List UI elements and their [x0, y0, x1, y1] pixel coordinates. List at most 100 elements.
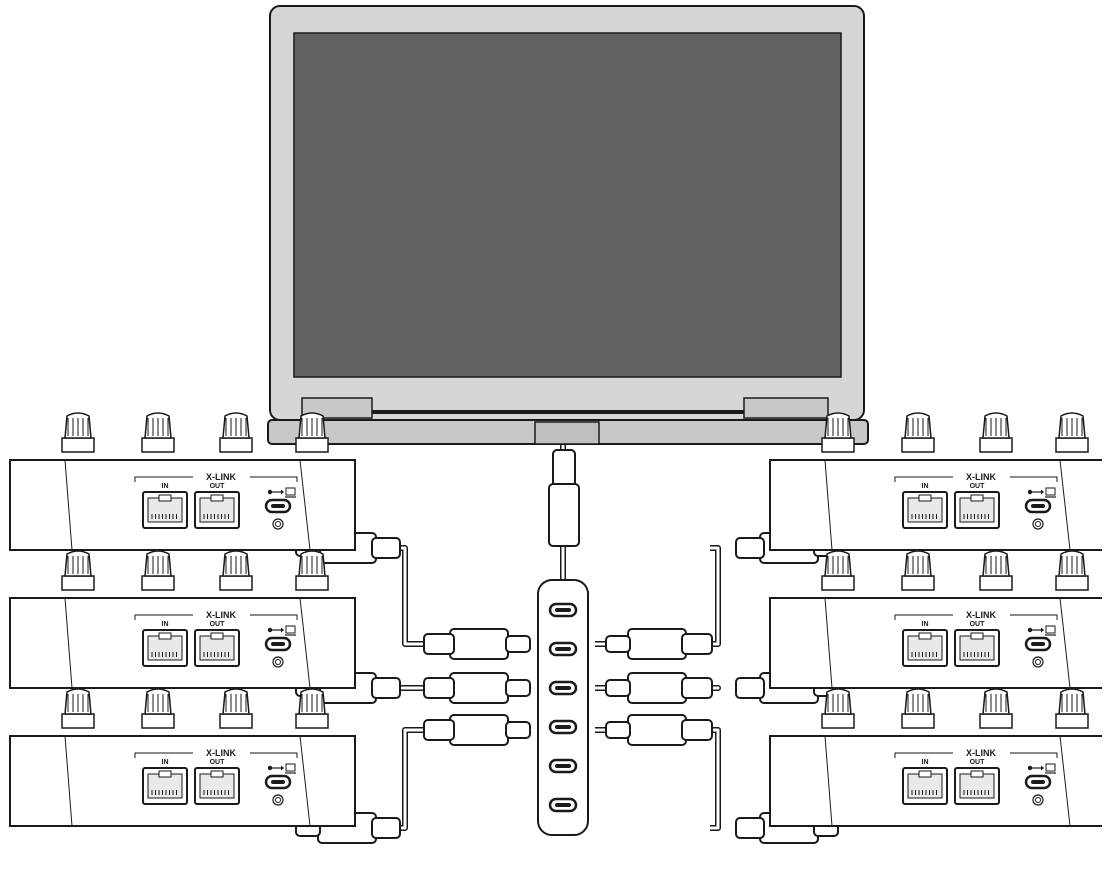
unit-right-2-usb-icon — [1027, 627, 1044, 633]
unit-right-1-port-in: IN — [902, 483, 948, 529]
unit-right-3-knob-2-nut — [901, 713, 935, 729]
plug-strain-unit-left-3 — [371, 817, 401, 839]
unit-left-2-knob-3-nut — [219, 575, 253, 591]
unit-right-2-port-in-label: IN — [922, 621, 929, 628]
usb-c-plug-hub-left-2 — [505, 679, 531, 697]
plug-strain-unit-right-3 — [735, 817, 765, 839]
unit-right-2-usb-icon-arrow — [1041, 627, 1044, 633]
unit-left-2-bracket-left — [134, 614, 193, 620]
unit-right-2-port-out-label: OUT — [970, 621, 986, 628]
unit-left-2-knob-2-nut — [141, 575, 175, 591]
usb-hub-port-tongue-3 — [555, 686, 571, 690]
unit-right-1-knob-1-nut — [821, 437, 855, 453]
usb-hub — [537, 579, 589, 836]
unit-right-3-computer-icon-screen — [1045, 763, 1056, 772]
unit-right-3-edge-right — [1059, 735, 1071, 827]
unit-left-3-knob-3-nut — [219, 713, 253, 729]
unit-left-3-knob-1 — [61, 688, 95, 729]
laptop-hinge-right — [743, 397, 829, 419]
unit-right-1-computer-icon — [1045, 487, 1056, 498]
unit-left-1-brand-label: X-LINK — [206, 472, 236, 482]
unit-right-1-edge-right — [1059, 459, 1071, 551]
unit-right-1-knob-2 — [901, 412, 935, 453]
unit-left-2-usb-icon-arrow — [281, 627, 284, 633]
unit-right-3-port-in-label: IN — [922, 759, 929, 766]
unit-left-3-brand-label: X-LINK — [206, 748, 236, 758]
unit-right-3-knob-1 — [821, 688, 855, 729]
plug-strain-unit-right-2 — [735, 677, 765, 699]
unit-left-1-computer-icon-screen — [285, 487, 296, 496]
unit-right-1-port-in-latch — [918, 494, 932, 502]
unit-left-2-port-in-label: IN — [162, 621, 169, 628]
unit-left-3-usb-icon — [267, 765, 284, 771]
unit-right-1-port-out: OUT — [954, 483, 1000, 529]
unit-left-3-edge-left — [64, 735, 73, 827]
unit-left-3-port-in-latch — [158, 770, 172, 778]
unit-right-2-brand-label: X-LINK — [966, 610, 996, 620]
unit-right-1-knob-3-nut — [979, 437, 1013, 453]
unit-right-1-usb-c-tongue — [1031, 504, 1045, 508]
unit-left-3-knob-4 — [295, 688, 329, 729]
unit-right-3-usb-c-tongue — [1031, 780, 1045, 784]
plug-overmold-hub-right-1 — [627, 628, 687, 660]
plug-overmold-hub-right-3 — [627, 714, 687, 746]
unit-left-1-knob-1 — [61, 412, 95, 453]
unit-right-2-bracket-left — [894, 614, 953, 620]
unit-right-1-edge-left — [824, 459, 833, 551]
unit-left-1-edge-left — [64, 459, 73, 551]
unit-right-2-knob-1-nut — [821, 575, 855, 591]
unit-right-1-computer-icon-screen — [1045, 487, 1056, 496]
plug-strain-hub-left-2 — [423, 677, 455, 699]
plug-strain-hub-left-3 — [423, 719, 455, 741]
unit-left-2-brand-label: X-LINK — [206, 610, 236, 620]
unit-left-3-power-button-inner — [275, 797, 281, 803]
plug-strain-hub-left-1 — [423, 633, 455, 655]
unit-left-3-port-in: IN — [142, 759, 188, 805]
unit-left-2-power-button-inner — [275, 659, 281, 665]
plug-strain-hub-right-2 — [681, 677, 713, 699]
unit-left-2-knob-3 — [219, 550, 253, 591]
unit-right-1-knob-2-nut — [901, 437, 935, 453]
unit-left-3-bracket-left — [134, 752, 193, 758]
unit-left-3-port-out: OUT — [194, 759, 240, 805]
plug-strain-unit-left-2 — [371, 677, 401, 699]
unit-left-1-knob-4-nut — [295, 437, 329, 453]
unit-left-3-usb-c-tongue — [271, 780, 285, 784]
unit-right-2-power-button — [1032, 656, 1044, 668]
unit-right-1-knob-4-nut — [1055, 437, 1089, 453]
unit-right-1-usb-icon-arrow — [1041, 489, 1044, 495]
unit-right-3-power-button — [1032, 794, 1044, 806]
plug-overmold-hub-left-1 — [449, 628, 509, 660]
unit-right-3-port-in-latch — [918, 770, 932, 778]
usb-c-plug-hub-right-2 — [605, 679, 631, 697]
unit-right-3-brand-label: X-LINK — [966, 748, 996, 758]
unit-left-1-usb-icon — [267, 489, 284, 495]
unit-right-2: X-LINK IN OUT — [769, 550, 1106, 689]
laptop — [267, 5, 869, 445]
unit-right-3-knob-1-nut — [821, 713, 855, 729]
unit-right-2-knob-2 — [901, 550, 935, 591]
unit-right-1-usb-icon — [1027, 489, 1044, 495]
unit-right-3-port-out-latch — [970, 770, 984, 778]
usb-hub-port-tongue-2 — [555, 647, 571, 651]
unit-left-1-bracket-left — [134, 476, 193, 482]
unit-left-1-knob-2-nut — [141, 437, 175, 453]
unit-right-1-brand-label: X-LINK — [966, 472, 996, 482]
unit-right-3-usb-icon — [1027, 765, 1044, 771]
unit-left-2-power-button — [272, 656, 284, 668]
unit-right-3-power-button-inner — [1035, 797, 1041, 803]
unit-left-1-usb-icon-arrow — [281, 489, 284, 495]
unit-left-2-bracket-right — [250, 614, 298, 620]
usb-hub-port-tongue-4 — [555, 725, 571, 729]
unit-left-2-knob-4-nut — [295, 575, 329, 591]
unit-right-1-knob-4 — [1055, 412, 1089, 453]
unit-right-2-port-out-latch — [970, 632, 984, 640]
unit-right-2-edge-left — [824, 597, 833, 689]
unit-right-2-power-button-inner — [1035, 659, 1041, 665]
unit-left-1-knob-1-nut — [61, 437, 95, 453]
unit-left-3-usb-icon-arrow — [281, 765, 284, 771]
unit-left-3-knob-3 — [219, 688, 253, 729]
